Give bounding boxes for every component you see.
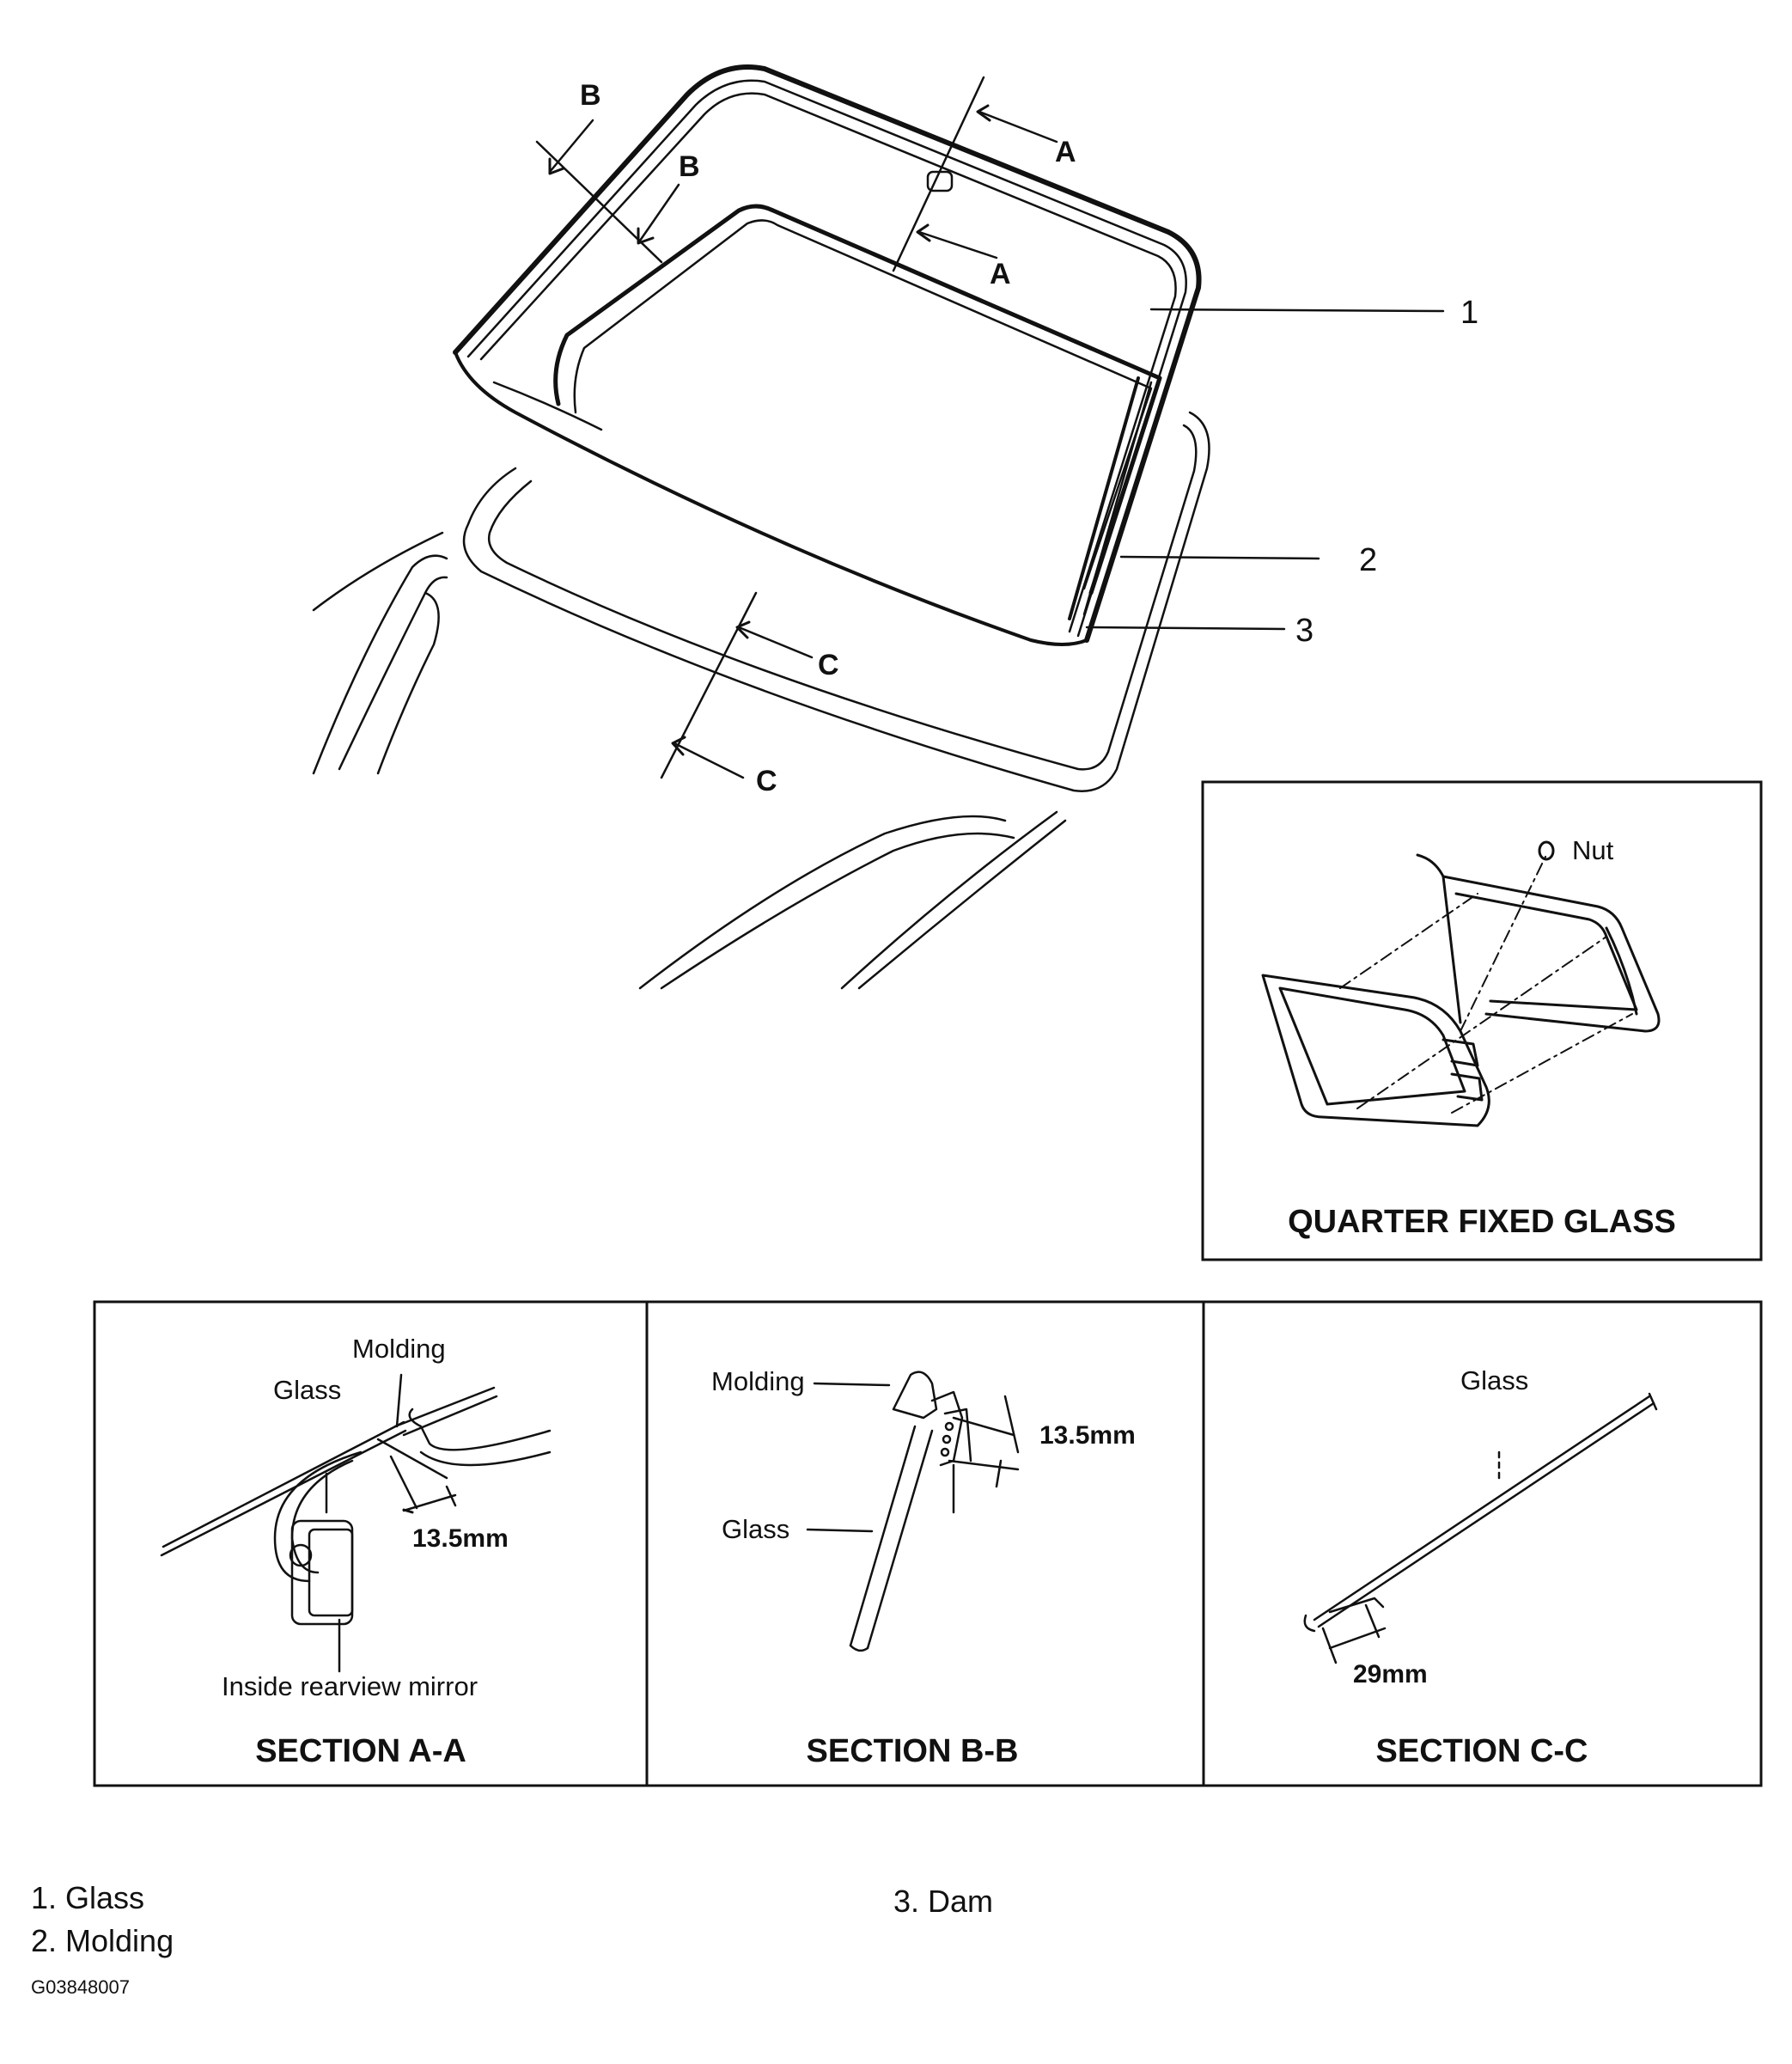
- section-b-molding-label: Molding: [711, 1366, 805, 1396]
- callout-2: 2: [1359, 542, 1377, 578]
- section-c-c: Glass 29mm SECTION C-C: [1303, 1365, 1658, 1769]
- mark-b-lower: B: [679, 150, 700, 183]
- car-body: [312, 411, 1210, 990]
- mark-c-lower: C: [756, 765, 777, 797]
- quarter-glass-title: QUARTER FIXED GLASS: [1288, 1204, 1676, 1240]
- legend-item-molding: 2. Molding: [31, 1923, 174, 1958]
- section-a-molding-label: Molding: [352, 1334, 446, 1364]
- section-a-mirror-label: Inside rearview mirror: [222, 1671, 478, 1701]
- mark-a-upper: A: [1055, 136, 1076, 168]
- section-b-title: SECTION B-B: [807, 1733, 1019, 1769]
- section-b-b: Molding Glass 13.5mm SECTION B-B: [711, 1366, 1136, 1769]
- windshield-glass: [453, 64, 1202, 646]
- callout-leaders: [1085, 308, 1445, 631]
- section-a-title: SECTION A-A: [255, 1733, 466, 1769]
- section-a-a: Molding Glass Inside rearview mirror 13.…: [160, 1334, 552, 1769]
- mark-c-upper: C: [818, 649, 839, 681]
- section-c-dimension: 29mm: [1353, 1660, 1428, 1688]
- callout-3: 3: [1295, 613, 1314, 649]
- nut-label: Nut: [1572, 835, 1614, 865]
- section-a-glass-label: Glass: [273, 1375, 341, 1405]
- mark-a-lower: A: [990, 258, 1011, 290]
- figure-id: G03848007: [31, 1976, 130, 1998]
- mark-b-upper: B: [580, 79, 601, 112]
- section-marks: A A B B C C: [580, 79, 1076, 797]
- section-a-dimension: 13.5mm: [412, 1524, 509, 1553]
- quarter-glass-drawing: [1261, 840, 1661, 1127]
- legend-item-dam: 3. Dam: [893, 1884, 994, 1919]
- section-c-title: SECTION C-C: [1376, 1733, 1588, 1769]
- section-cut-lines: [535, 76, 1058, 779]
- section-panels-frame: [93, 1300, 1763, 1787]
- section-c-glass-label: Glass: [1460, 1365, 1528, 1395]
- callout-1: 1: [1460, 295, 1478, 331]
- section-b-dimension: 13.5mm: [1039, 1421, 1136, 1450]
- section-b-glass-label: Glass: [722, 1514, 789, 1544]
- legend-item-glass: 1. Glass: [31, 1880, 145, 1915]
- quarter-glass-panel: Nut QUARTER FIXED GLASS: [1201, 780, 1763, 1261]
